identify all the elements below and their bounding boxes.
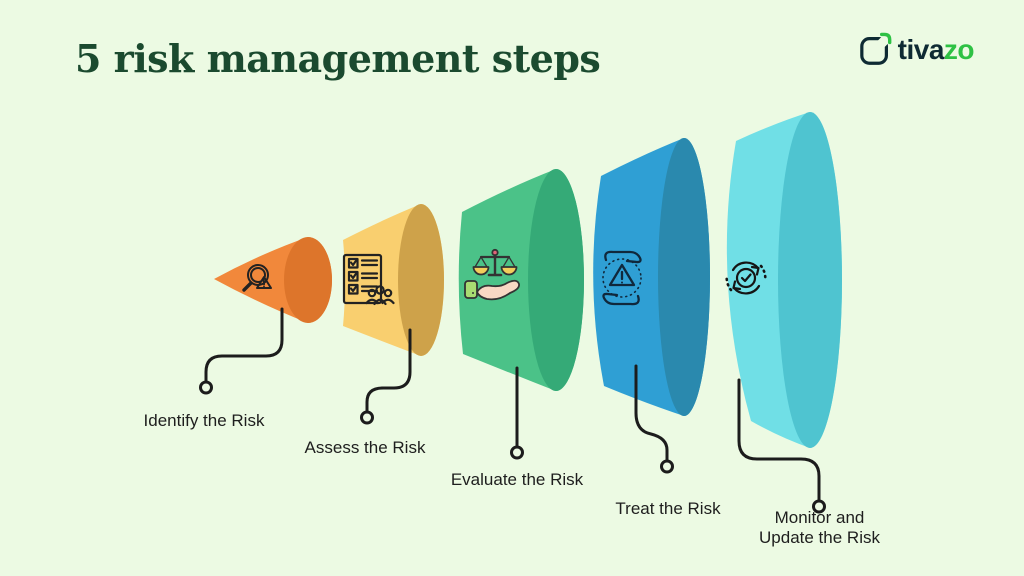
connector-treat bbox=[634, 364, 674, 474]
funnel-connectors bbox=[199, 307, 826, 514]
brand-name-prefix: tiva bbox=[897, 34, 945, 65]
step-label-treat: Treat the Risk bbox=[615, 499, 721, 518]
brand-name-suffix: zo bbox=[943, 34, 975, 65]
connector-identify bbox=[199, 307, 284, 395]
brand-logo: tivazo bbox=[859, 31, 975, 69]
step-label-monitor: Monitor and Update the Risk bbox=[759, 508, 880, 547]
scale-hand-icon bbox=[464, 248, 520, 301]
funnel-step-1-cap bbox=[284, 237, 332, 323]
step-label-evaluate: Evaluate the Risk bbox=[450, 470, 584, 489]
funnel-step-2-cap bbox=[398, 204, 444, 356]
funnel-step-4-cap bbox=[658, 138, 710, 416]
checklist-people-icon bbox=[342, 253, 395, 306]
funnel-step-2 bbox=[342, 204, 444, 356]
magnifier-alert-icon bbox=[242, 264, 272, 292]
step-label-assess: Assess the Risk bbox=[304, 438, 426, 457]
funnel-step-4 bbox=[593, 138, 710, 416]
funnel-step-3 bbox=[458, 169, 584, 391]
tivazo-frame-icon bbox=[859, 32, 892, 65]
hands-warning-icon bbox=[602, 250, 642, 306]
connector-monitor bbox=[737, 378, 826, 514]
step-label-identify: Identify the Risk bbox=[143, 411, 265, 430]
funnel-step-5 bbox=[725, 112, 842, 448]
connector-assess bbox=[360, 328, 412, 425]
funnel-step-1 bbox=[214, 237, 332, 323]
page-title: 5 risk management steps bbox=[75, 36, 601, 81]
monitor-refresh-icon bbox=[725, 261, 767, 295]
brand-name: tivazo bbox=[897, 34, 975, 66]
funnel-step-5-cap bbox=[778, 112, 842, 448]
connector-evaluate bbox=[510, 366, 524, 460]
funnel-step-3-cap bbox=[528, 169, 584, 391]
